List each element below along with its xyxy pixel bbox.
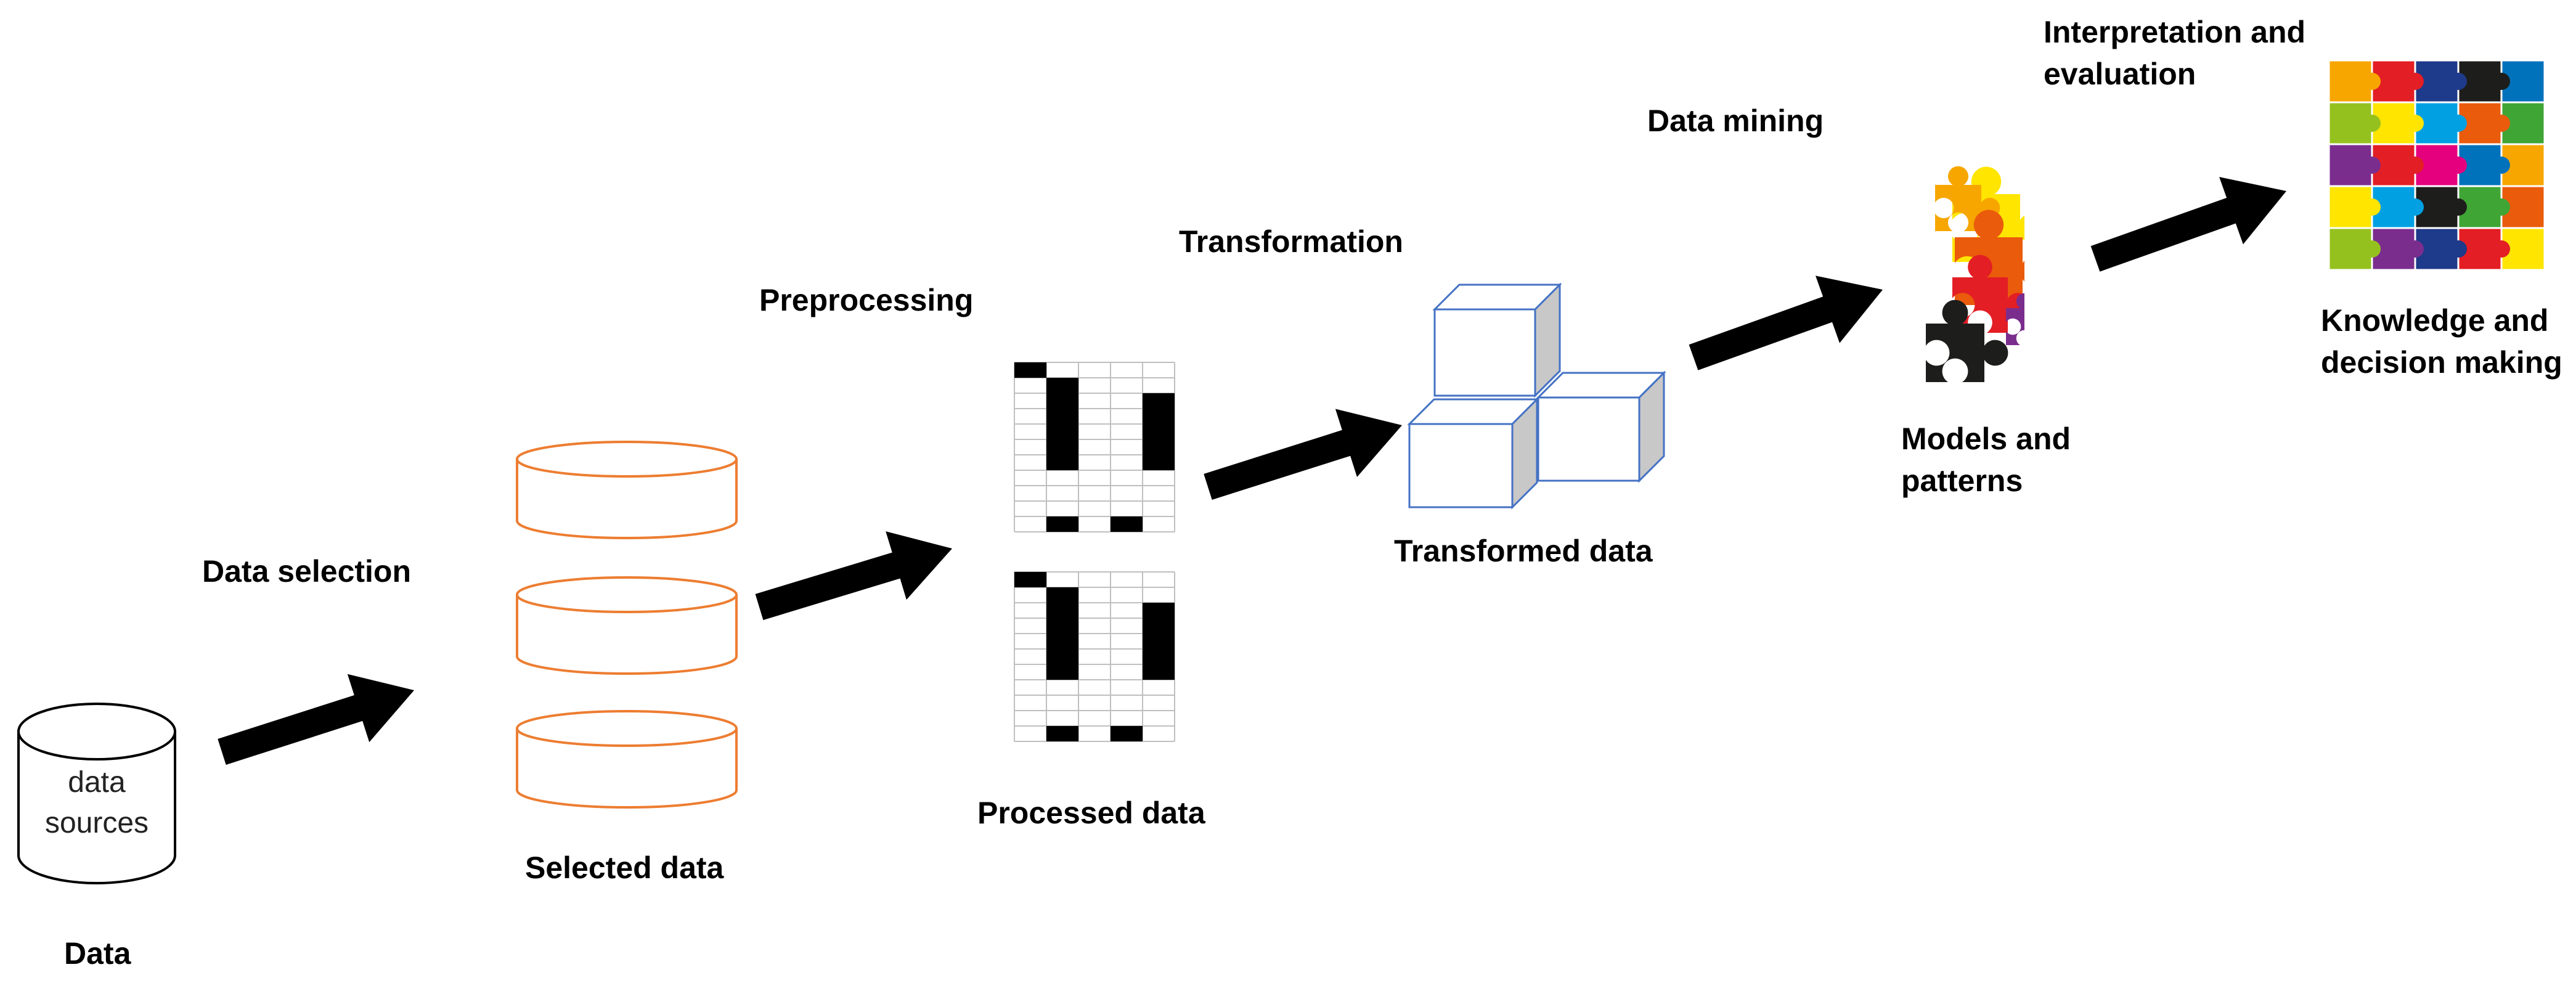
database-disk-1 [516, 441, 738, 539]
mosaic-knob [2450, 198, 2467, 216]
mosaic-knob [2407, 73, 2424, 90]
data-selection-label: Data selection [202, 554, 412, 589]
data-label: Data [64, 936, 131, 971]
mosaic-knob [2450, 157, 2467, 174]
database-disk-3 [516, 710, 738, 809]
puzzle-piece-black [1926, 300, 2008, 382]
flow-arrow-1 [218, 674, 414, 765]
mosaic-knob [2450, 240, 2467, 258]
flow-arrow-3 [1204, 409, 1402, 500]
mosaic-knob [2363, 157, 2381, 174]
grid-fill-cell [1111, 726, 1143, 741]
knowledge-and-decision-making-label: Knowledge and decision making [2321, 303, 2562, 380]
selected-data-stacked-database-icon [516, 441, 738, 809]
knowledge-puzzle-mosaic-icon [2329, 60, 2545, 270]
mosaic-knob [2407, 115, 2424, 132]
flow-arrow-4 [1689, 275, 1883, 370]
processed-data-grid-bottom-icon [1014, 571, 1175, 742]
models-puzzle-pieces-icon [1926, 166, 2024, 382]
interpretation-and-evaluation-label: Interpretation and evaluation [2044, 15, 2306, 91]
mosaic-knob [2363, 198, 2381, 216]
grid-fill-cell [1046, 378, 1078, 470]
mosaic-knob [2493, 157, 2510, 174]
grid-fill-cell [1143, 393, 1175, 470]
data-sources-cylinder-icon [17, 703, 176, 884]
mosaic-knob [2407, 157, 2424, 174]
mosaic-knob [2450, 115, 2467, 132]
grid-fill-cell [1143, 603, 1175, 680]
cube-left [1407, 397, 1539, 510]
grid-fill-cell [1014, 362, 1046, 378]
transformation-label: Transformation [1179, 224, 1403, 259]
preprocessing-label: Preprocessing [759, 283, 974, 317]
selected-data-label: Selected data [525, 850, 724, 885]
data-sources-label: data sources [44, 766, 149, 839]
mosaic-knob [2493, 73, 2510, 90]
models-and-patterns-label: Models and patterns [1901, 422, 2071, 498]
flow-arrow-5 [2090, 177, 2286, 272]
flow-arrow-2 [755, 531, 952, 621]
grid-fill-cell [1111, 516, 1143, 532]
mosaic-knob [2493, 115, 2510, 132]
grid-fill-cell [1046, 516, 1078, 532]
cube-top [1432, 282, 1562, 398]
transformed-data-cube-stack-icon [1407, 282, 1666, 510]
mosaic-knob [2450, 73, 2467, 90]
transformed-data-label: Transformed data [1394, 534, 1653, 568]
data-mining-label: Data mining [1647, 104, 1824, 138]
database-disk-2 [516, 576, 738, 675]
mosaic-knob [2407, 198, 2424, 216]
puzzle-piece-purple [2006, 293, 2024, 345]
grid-fill-cell [1014, 572, 1046, 587]
grid-fill-cell [1046, 726, 1078, 741]
mosaic-knob [2493, 240, 2510, 258]
mosaic-knob [2493, 198, 2510, 216]
grid-fill-cell [1046, 587, 1078, 680]
processed-data-label: Processed data [977, 796, 1205, 830]
cube-right [1536, 370, 1666, 483]
process-arrows [218, 177, 2286, 765]
mosaic-knob [2363, 73, 2381, 90]
mosaic-knob [2407, 240, 2424, 258]
mosaic-knob [2363, 240, 2381, 258]
processed-data-grid-top-icon [1014, 362, 1175, 532]
mosaic-knob [2363, 115, 2381, 132]
